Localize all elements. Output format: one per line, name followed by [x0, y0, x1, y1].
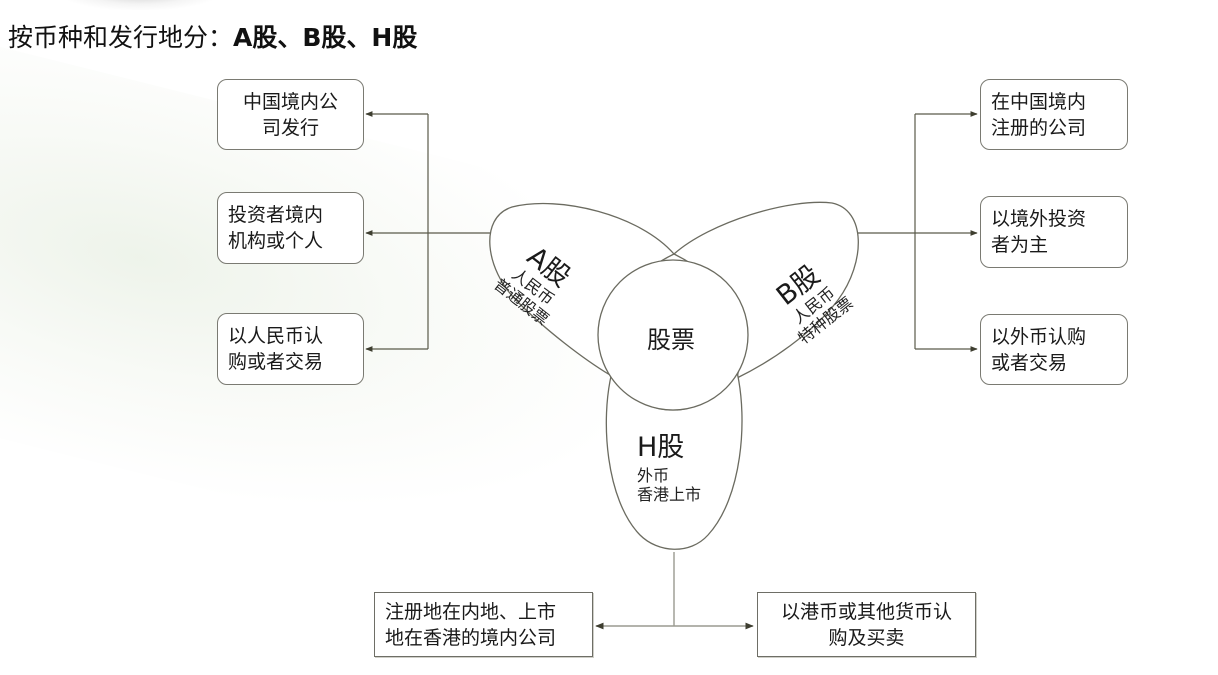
h-box-issuer: 注册地在内地、上市 地在香港的境内公司 [374, 592, 593, 657]
b-box-issuer: 在中国境内 注册的公司 [980, 79, 1128, 150]
h-leaf-title: H股 [637, 432, 685, 463]
h-connector [595, 552, 754, 630]
h-leaf-line2: 香港上市 [637, 485, 702, 504]
b-box-currency: 以外币认购 或者交易 [980, 314, 1128, 385]
title-prefix: 按币种和发行地分： [8, 23, 234, 52]
a-box-investors: 投资者境内 机构或个人 [217, 192, 364, 264]
a-connector [365, 111, 495, 352]
b-connector [855, 111, 978, 352]
a-box-issuer: 中国境内公 司发行 [217, 79, 364, 150]
center-label: 股票 [647, 326, 695, 354]
page-title: 按币种和发行地分：A股、B股、H股 [8, 20, 417, 56]
title-emphasis: A股、B股、H股 [233, 23, 418, 52]
h-box-currency: 以港币或其他货币认 购及买卖 [757, 592, 976, 657]
a-box-currency: 以人民币认 购或者交易 [217, 313, 364, 385]
h-leaf-label: H股 外币 香港上市 [637, 432, 702, 505]
b-box-investors: 以境外投资 者为主 [980, 196, 1128, 268]
h-leaf-line1: 外币 [637, 466, 670, 485]
center-circle [597, 259, 749, 411]
